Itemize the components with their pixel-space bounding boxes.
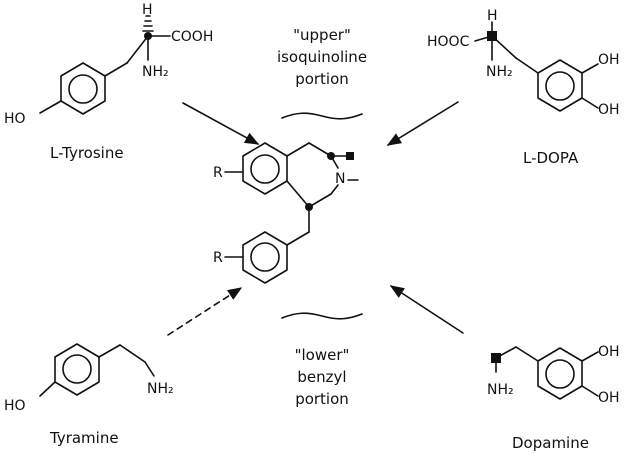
structure-isoquinoline-product: N R R — [213, 142, 359, 284]
upper-line2: isoquinoline — [277, 48, 367, 66]
upper-line3: portion — [295, 70, 349, 88]
dopa-hooc: HOOC — [427, 34, 470, 50]
product-r-bottom: R — [213, 250, 223, 266]
dopa-oh-bottom: OH — [598, 102, 620, 118]
tyrosine-cooh: COOH — [171, 29, 213, 45]
structure-tyramine: HO NH₂ Tyramine — [4, 343, 174, 447]
wavy-line-upper — [281, 112, 363, 120]
arrow-tyramine-to-product-dashed — [167, 287, 243, 336]
lower-line3: portion — [295, 390, 349, 408]
product-r-top: R — [213, 165, 223, 181]
dot-marker-upper — [327, 152, 335, 160]
square-marker — [346, 152, 354, 160]
dopa-nh2: NH₂ — [486, 64, 513, 80]
label-dopamine: Dopamine — [512, 434, 589, 452]
tyrosine-nh2: NH₂ — [142, 64, 169, 80]
tyrosine-h: H — [142, 2, 153, 18]
lower-line1: "lower" — [295, 346, 350, 364]
caption-upper-portion: "upper" isoquinoline portion — [277, 26, 367, 120]
label-tyramine: Tyramine — [49, 429, 119, 447]
dopa-oh-top: OH — [598, 52, 620, 68]
square-marker-dopamine — [491, 353, 501, 363]
tyramine-nh2: NH₂ — [147, 381, 174, 397]
tyrosine-ho: HO — [4, 111, 26, 127]
arrow-dopa-to-product — [386, 101, 459, 146]
wavy-line-lower — [281, 312, 363, 320]
label-l-tyrosine: L-Tyrosine — [50, 144, 124, 162]
dopa-h: H — [487, 8, 498, 24]
dopamine-nh2: NH₂ — [487, 382, 514, 398]
hash-wedge — [142, 15, 154, 32]
caption-lower-portion: "lower" benzyl portion — [281, 312, 363, 408]
stereocenter-dot — [144, 32, 152, 40]
arrow-dopamine-to-product — [389, 285, 464, 334]
product-n: N — [335, 171, 345, 187]
dopamine-oh-bottom: OH — [598, 390, 620, 406]
upper-line1: "upper" — [293, 26, 351, 44]
tyramine-ho: HO — [4, 398, 26, 414]
stereocenter-square — [487, 31, 497, 41]
structure-l-tyrosine: HO H COOH NH₂ L-Tyrosine — [4, 2, 213, 162]
structure-l-dopa: HOOC H NH₂ OH OH L-DOPA — [427, 8, 620, 167]
structure-dopamine: NH₂ OH OH Dopamine — [487, 344, 620, 452]
lower-line2: benzyl — [297, 368, 346, 386]
dopamine-oh-top: OH — [598, 344, 620, 360]
arrow-tyrosine-to-product — [182, 102, 260, 145]
label-l-dopa: L-DOPA — [523, 149, 579, 167]
